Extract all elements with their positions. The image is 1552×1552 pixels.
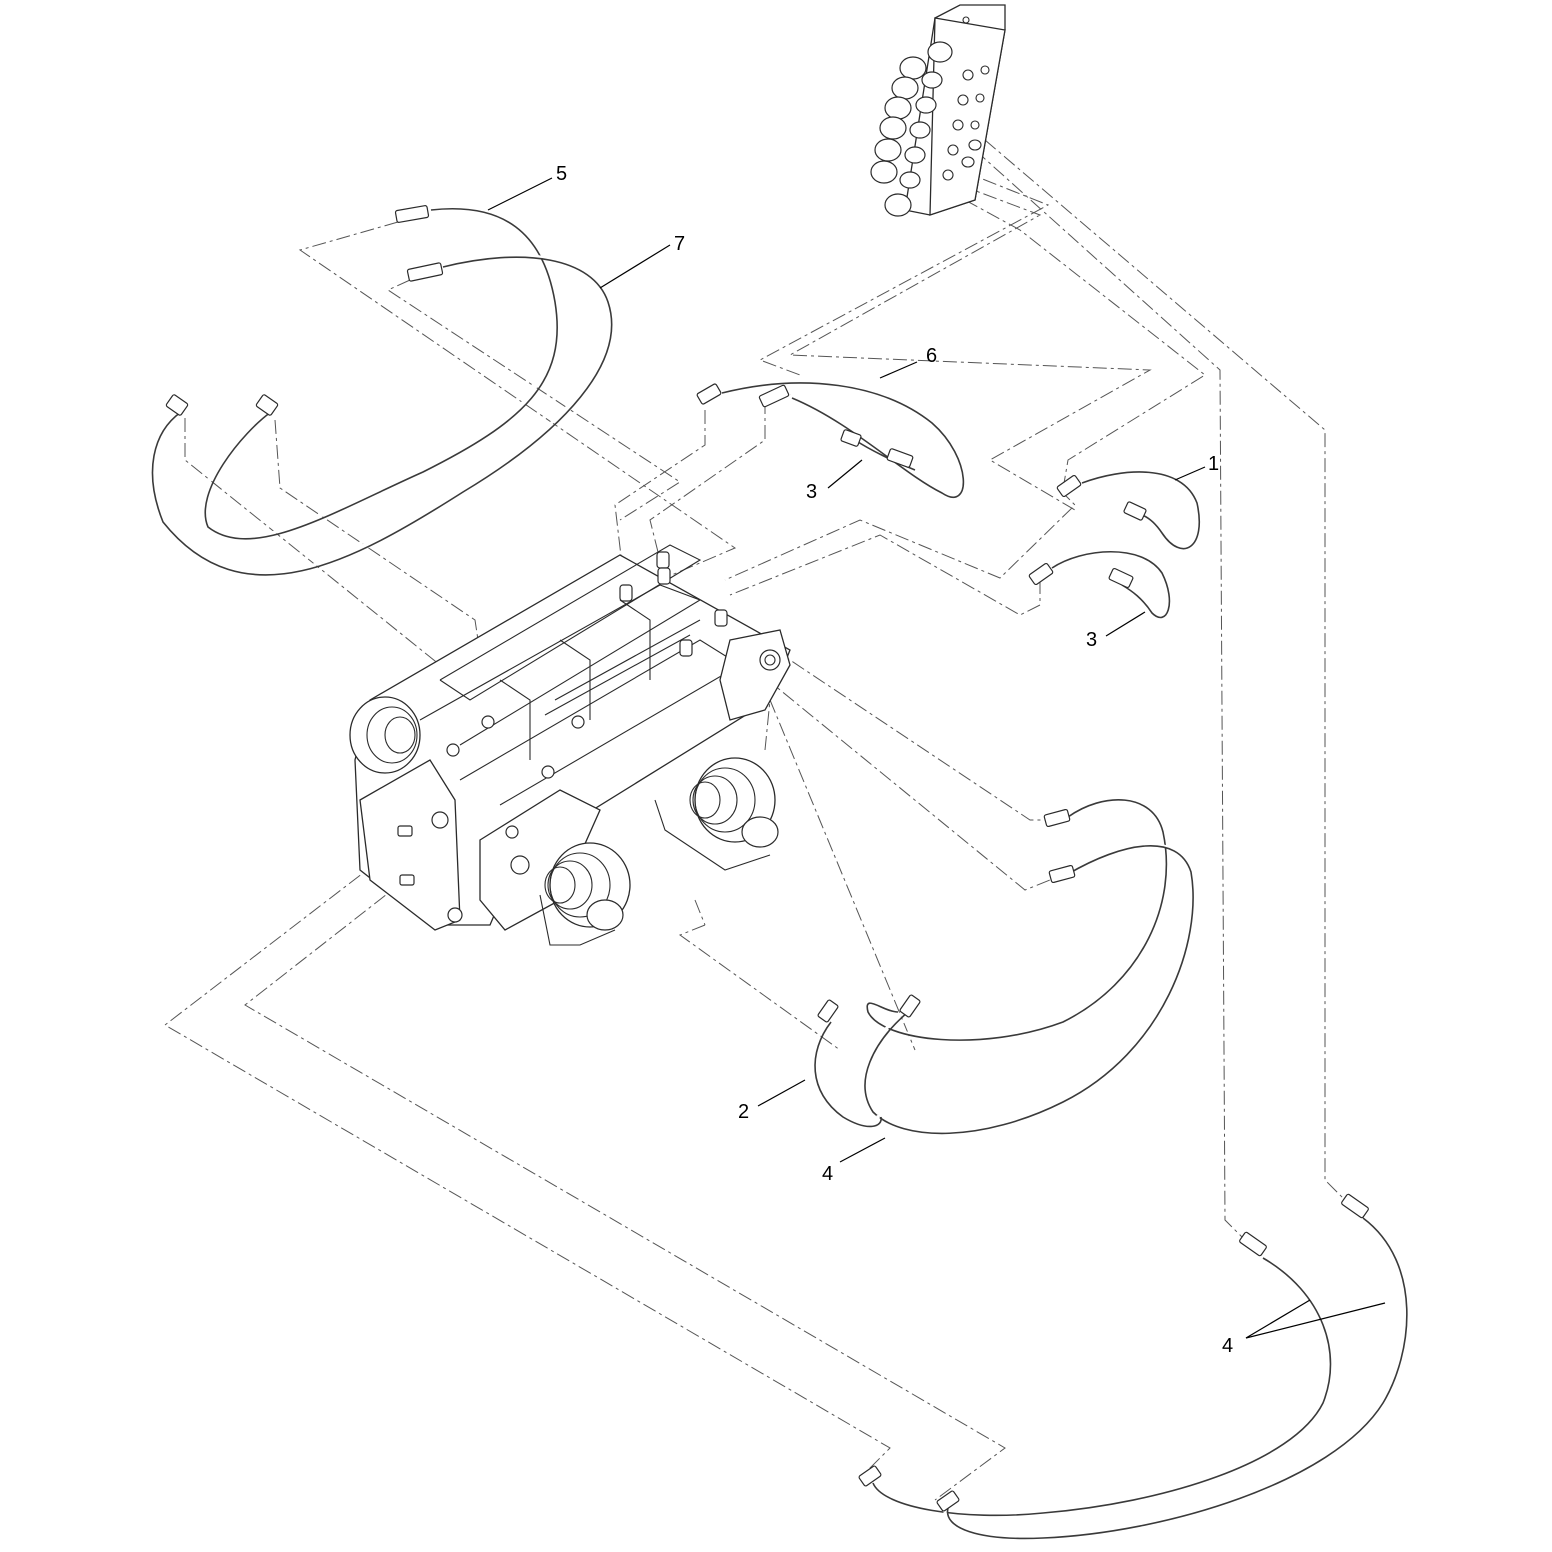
routing-lines	[164, 139, 1346, 1501]
callout-7: 7	[674, 233, 685, 255]
valve-spools	[870, 16, 990, 217]
hose-4-lower	[858, 1193, 1408, 1540]
spring-roller-left	[349, 696, 421, 774]
hose-5	[200, 205, 558, 540]
callout-2: 2	[738, 1101, 749, 1123]
spring-roller-front	[539, 842, 631, 946]
callout-5: 5	[556, 163, 567, 185]
mounting-assembly	[349, 544, 791, 946]
callout-leaders	[487, 177, 1386, 1339]
hose-1	[1056, 467, 1201, 550]
hose-6	[696, 378, 965, 499]
hose-3-upper	[840, 429, 916, 471]
callout-3-upper: 3	[806, 481, 817, 503]
callout-3-lower: 3	[1086, 629, 1097, 651]
callout-labels: 1 2 3 3 4 4 5 6 7	[556, 163, 1233, 1357]
hose-7	[147, 253, 613, 576]
callout-1: 1	[1208, 453, 1219, 475]
control-valve-block	[870, 4, 1006, 217]
hose-4-right	[860, 796, 1194, 1135]
spring-roller-rear	[654, 757, 779, 871]
hose-3-lower	[1028, 547, 1171, 619]
callout-4-middle: 4	[822, 1163, 833, 1185]
callout-4-lower: 4	[1222, 1335, 1233, 1357]
hose-2	[810, 999, 882, 1128]
assembly-fittings	[397, 551, 728, 886]
callout-6: 6	[926, 345, 937, 367]
